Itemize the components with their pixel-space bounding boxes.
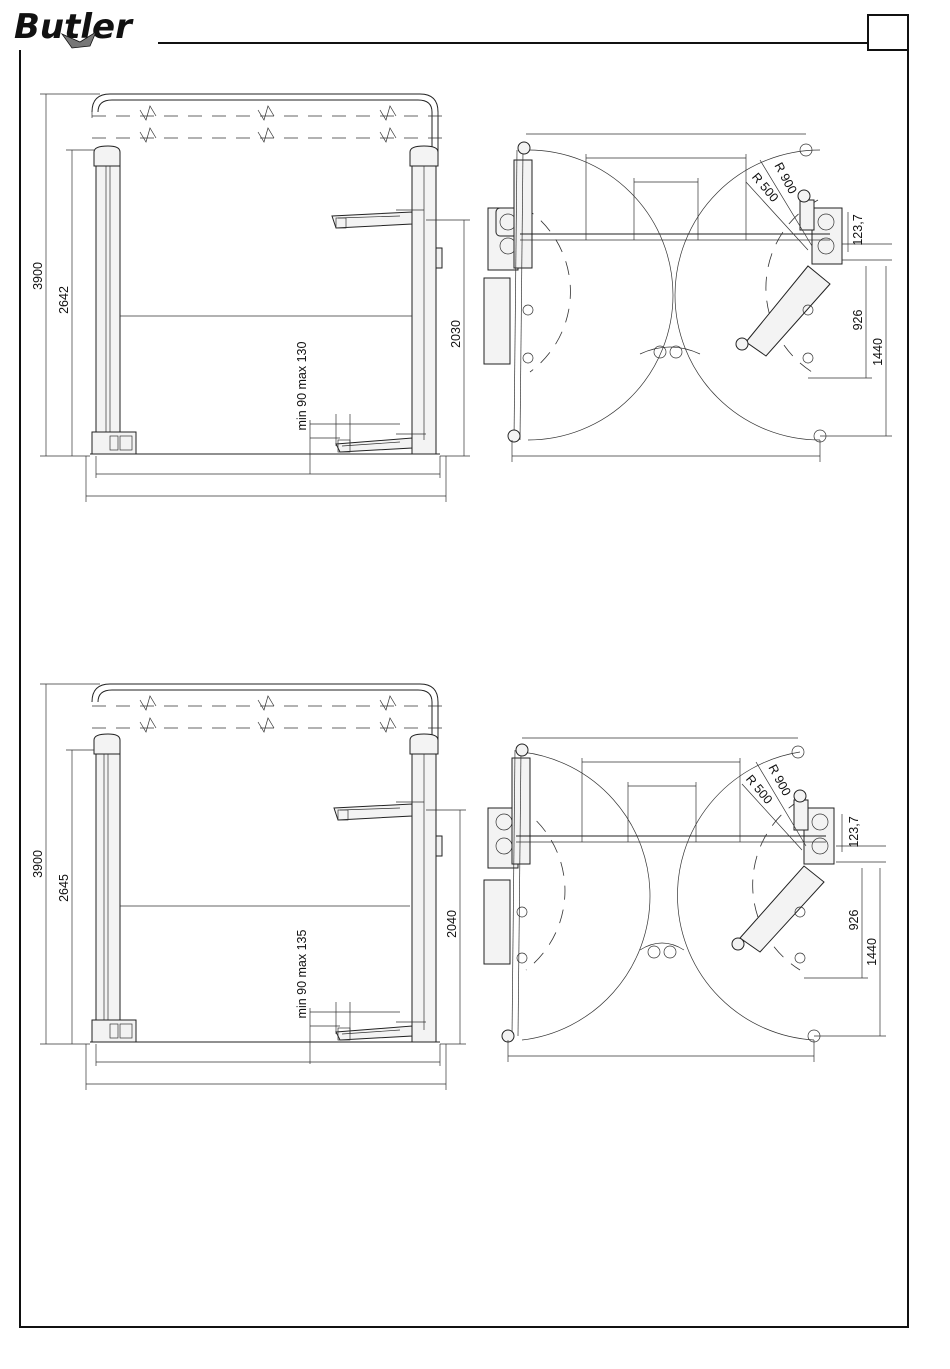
dim-min-max: min 90 max 130 [295,341,309,430]
top-front-view: 3900 2642 2030 min 90 max 130 [31,94,470,502]
dim-arm-height-b: 2040 [445,910,459,938]
dim-offset: 123,7 [851,214,865,245]
dim-926: 926 [851,310,865,331]
dim-total-height: 3900 [31,262,45,290]
dim-arm-height: 2030 [449,320,463,348]
dim-offset-b: 123,7 [847,816,861,847]
dim-926-b: 926 [847,910,861,931]
bottom-plan-view: R 900 R 500 123,7 926 1440 [484,738,886,1062]
dim-1440-b: 1440 [865,938,879,966]
brand-logo: Butler [14,7,134,48]
page-number-box [868,15,908,50]
top-plan-view: R 900 R 500 123,7 926 1440 [484,134,892,462]
dim-total-height-b: 3900 [31,850,45,878]
dim-lift-height-b: 2645 [57,874,71,902]
bottom-front-view: 3900 2645 2040 min 90 max 135 [31,684,466,1090]
dim-min-max-b: min 90 max 135 [295,929,309,1018]
dim-1440: 1440 [871,338,885,366]
dim-lift-height: 2642 [57,286,71,314]
